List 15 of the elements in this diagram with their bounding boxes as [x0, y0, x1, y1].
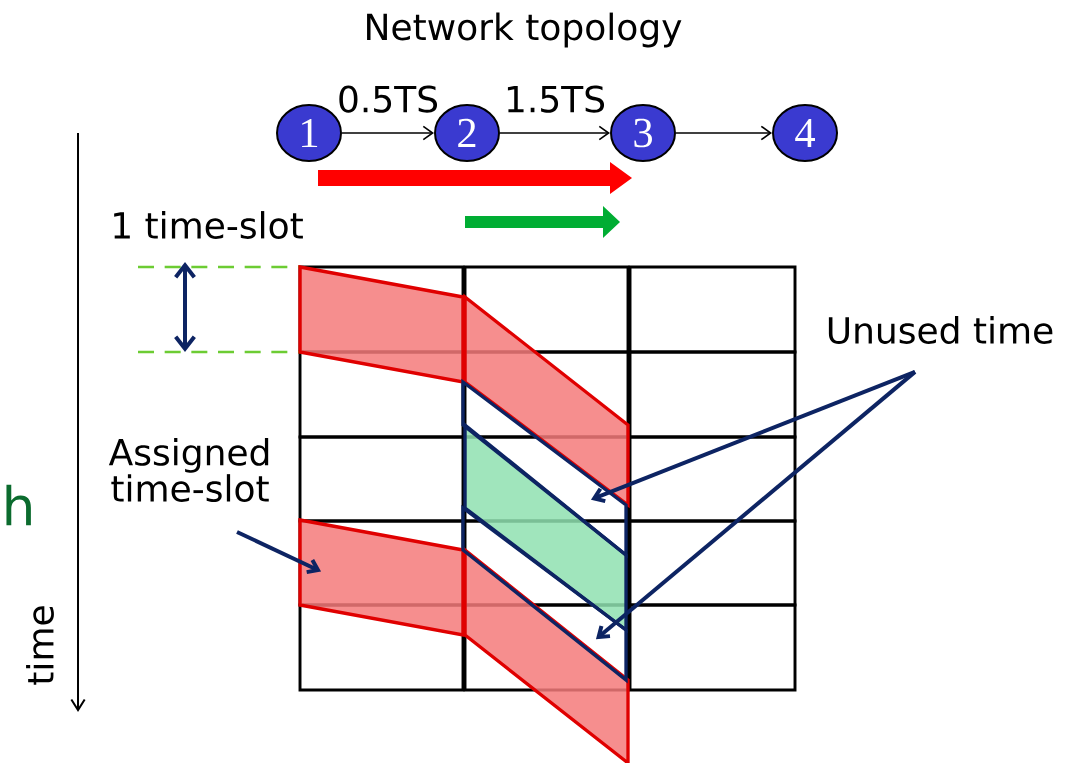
axis-label: time [26, 606, 54, 685]
callout-text: Unused time [828, 316, 1053, 344]
assigned-slot [298, 518, 465, 637]
leader-line [590, 370, 916, 504]
arrow [675, 125, 772, 141]
leader-line [236, 530, 322, 575]
label-text: 1 time-slot [114, 211, 303, 239]
callout-text: Assigned time-slot [108, 438, 269, 502]
leader-line [595, 370, 917, 640]
arrow [499, 125, 610, 141]
edge-label: 1.5TS [507, 85, 605, 113]
diagram-title: Network topology [367, 12, 682, 48]
arrow [341, 125, 434, 141]
assigned-slot [298, 265, 465, 384]
label-text: h [6, 484, 31, 526]
